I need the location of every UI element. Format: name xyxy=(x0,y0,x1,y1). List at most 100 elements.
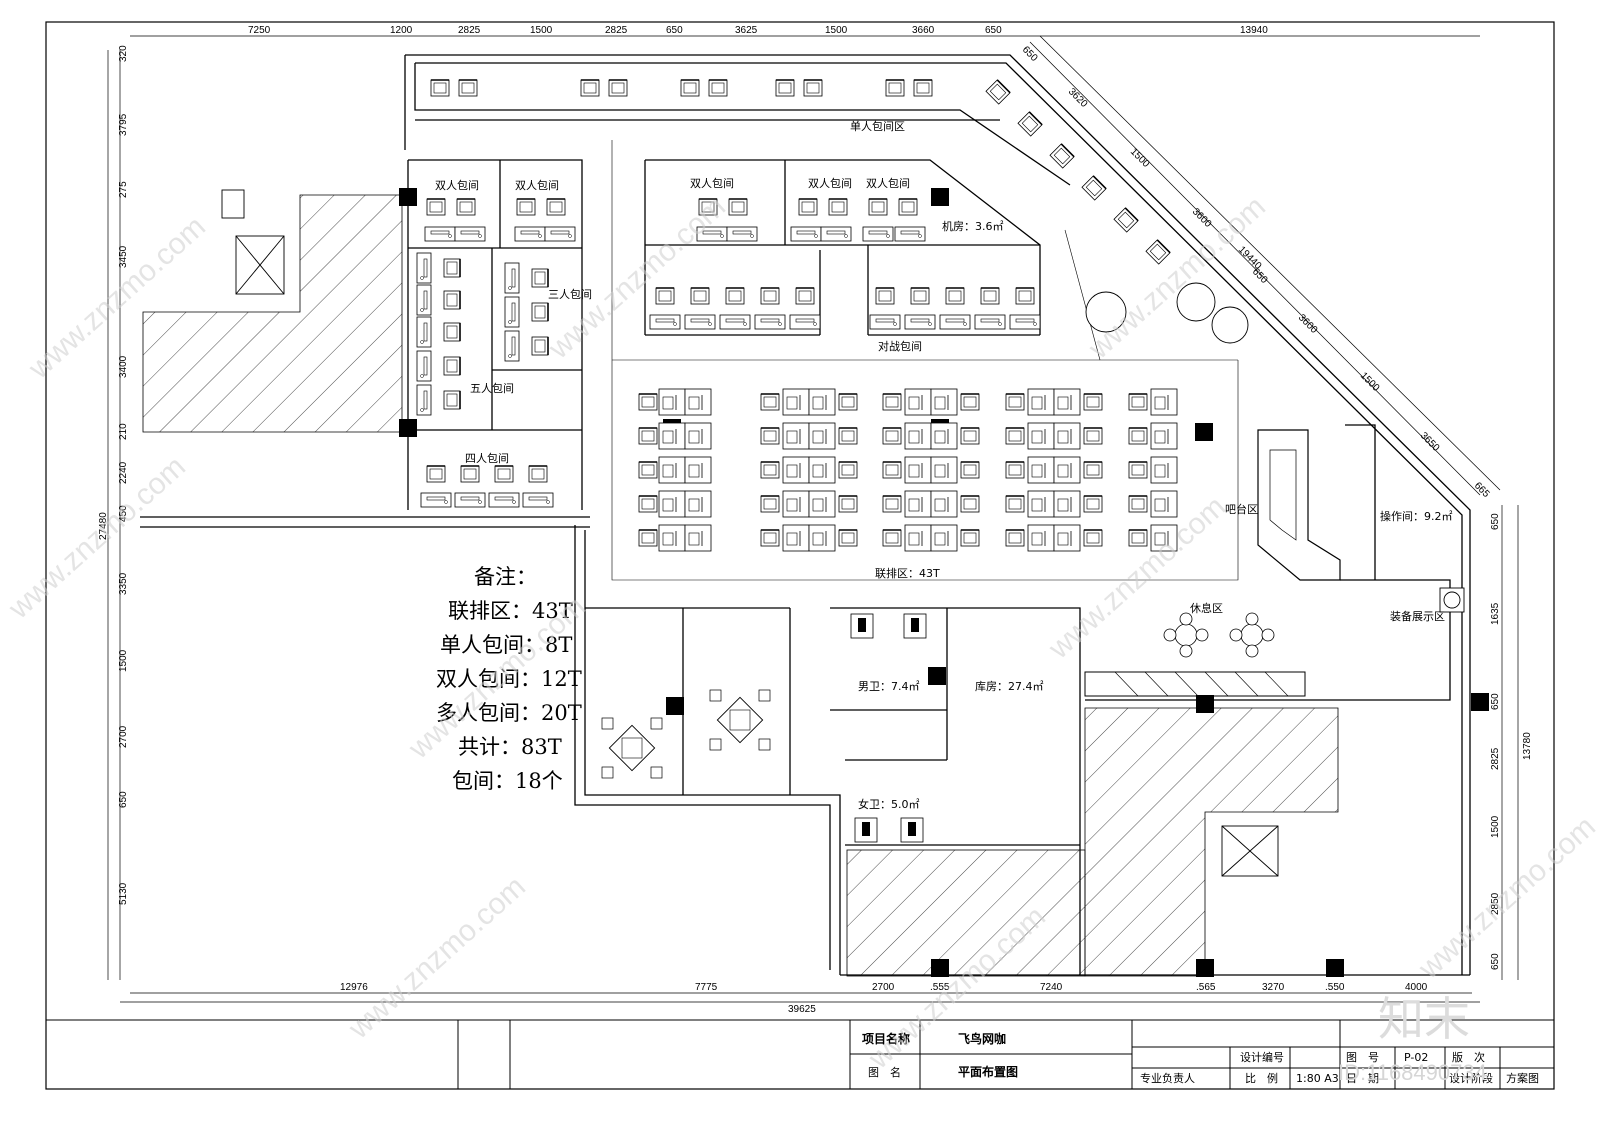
chair xyxy=(1083,427,1103,445)
svg-text:7240: 7240 xyxy=(1040,982,1063,993)
project-name-label: 项目名称 xyxy=(862,1031,910,1046)
workstation xyxy=(658,524,686,552)
chair xyxy=(1128,427,1148,445)
svg-text:650: 650 xyxy=(1250,266,1270,286)
svg-text:1500: 1500 xyxy=(118,649,129,672)
chair xyxy=(960,427,980,445)
chair xyxy=(882,495,902,513)
computer-desk xyxy=(544,226,576,242)
chair xyxy=(795,287,815,305)
workstation xyxy=(782,422,810,450)
workstation xyxy=(930,422,958,450)
workstation xyxy=(684,490,712,518)
column xyxy=(399,419,417,437)
label-storage: 库房：27.4㎡ xyxy=(975,680,1044,693)
chair xyxy=(430,79,450,97)
svg-text:4000: 4000 xyxy=(1405,982,1428,993)
column xyxy=(666,697,684,715)
hatched-area-bottom-right xyxy=(1084,707,1339,977)
chair xyxy=(460,465,480,483)
computer-desk xyxy=(649,314,681,330)
dimension-lines xyxy=(107,35,1519,1003)
svg-text:3600: 3600 xyxy=(1296,312,1320,336)
equipment-display-strip xyxy=(1084,671,1306,697)
svg-text:.550: .550 xyxy=(1325,982,1345,993)
label-five-room: 五人包间 xyxy=(470,382,514,395)
chair xyxy=(1128,461,1148,479)
svg-text:3270: 3270 xyxy=(1262,982,1285,993)
workstation xyxy=(684,456,712,484)
image-id: ID:1168490734 xyxy=(1338,1060,1487,1085)
svg-text:7250: 7250 xyxy=(248,25,271,36)
svg-text:3795: 3795 xyxy=(118,113,129,136)
chair xyxy=(531,302,549,322)
label-four-room: 四人包间 xyxy=(465,452,509,465)
workstation xyxy=(930,456,958,484)
chair xyxy=(1128,495,1148,513)
chair xyxy=(1017,111,1043,137)
workstation xyxy=(930,388,958,416)
label-battle-room: 对战包间 xyxy=(878,339,922,353)
bar-counter xyxy=(1257,429,1341,581)
chair xyxy=(898,198,918,216)
chair xyxy=(1049,143,1075,169)
scale-value: 1:80 A3 xyxy=(1296,1072,1339,1085)
scale-label: 比 例 xyxy=(1245,1071,1278,1085)
svg-text:1500: 1500 xyxy=(825,25,848,36)
toilet xyxy=(854,817,878,843)
notes-title: 备注： xyxy=(474,565,537,589)
chair xyxy=(655,287,675,305)
chair xyxy=(1083,529,1103,547)
computer-desk xyxy=(420,492,452,508)
svg-text:3625: 3625 xyxy=(735,25,758,36)
chair xyxy=(443,390,461,410)
chair xyxy=(690,287,710,305)
toilet xyxy=(900,817,924,843)
label-operation: 操作间：9.2㎡ xyxy=(1380,509,1453,523)
svg-text:27480: 27480 xyxy=(98,512,109,540)
workstation xyxy=(930,490,958,518)
chair xyxy=(1005,393,1025,411)
computer-desk xyxy=(416,316,432,348)
workstation xyxy=(1053,490,1081,518)
chair xyxy=(775,79,795,97)
design-no-label: 设计编号 xyxy=(1240,1050,1284,1064)
workstation xyxy=(1150,388,1178,416)
label-female-wc: 女卫：5.0㎡ xyxy=(858,797,920,811)
chair xyxy=(725,287,745,305)
column xyxy=(931,188,949,206)
chair xyxy=(728,198,748,216)
workstation xyxy=(808,456,836,484)
chair xyxy=(945,287,965,305)
workstation xyxy=(1027,388,1055,416)
workstation xyxy=(808,524,836,552)
computer-desk xyxy=(504,330,520,362)
sheet-no-label: 图 号 xyxy=(1346,1051,1379,1064)
chair xyxy=(882,427,902,445)
computer-desk xyxy=(974,314,1006,330)
workstation xyxy=(658,456,686,484)
chair xyxy=(985,79,1011,105)
workstation xyxy=(782,388,810,416)
computer-desk xyxy=(454,492,486,508)
note-line: 共计：83T xyxy=(458,735,562,759)
svg-text:.555: .555 xyxy=(930,982,950,993)
chair xyxy=(528,465,548,483)
chair xyxy=(531,268,549,288)
label-double-5: 双人包间 xyxy=(866,177,910,190)
svg-text:320: 320 xyxy=(118,45,129,62)
label-double-1: 双人包间 xyxy=(435,179,479,192)
svg-text:450: 450 xyxy=(118,505,129,522)
chair xyxy=(838,461,858,479)
watermark-text: www.znzmo.com xyxy=(2,450,192,626)
toilet xyxy=(903,613,927,639)
workstation xyxy=(658,422,686,450)
chair xyxy=(494,465,514,483)
project-name-value: 飞鸟网咖 xyxy=(958,1031,1006,1046)
dimension-bottom: 12976 7775 2700 .555 7240 .565 3270 .550… xyxy=(340,982,1428,1015)
workstation xyxy=(1053,524,1081,552)
chair xyxy=(1005,495,1025,513)
column xyxy=(1196,959,1214,977)
computer-desk xyxy=(820,226,852,242)
chair xyxy=(760,495,780,513)
